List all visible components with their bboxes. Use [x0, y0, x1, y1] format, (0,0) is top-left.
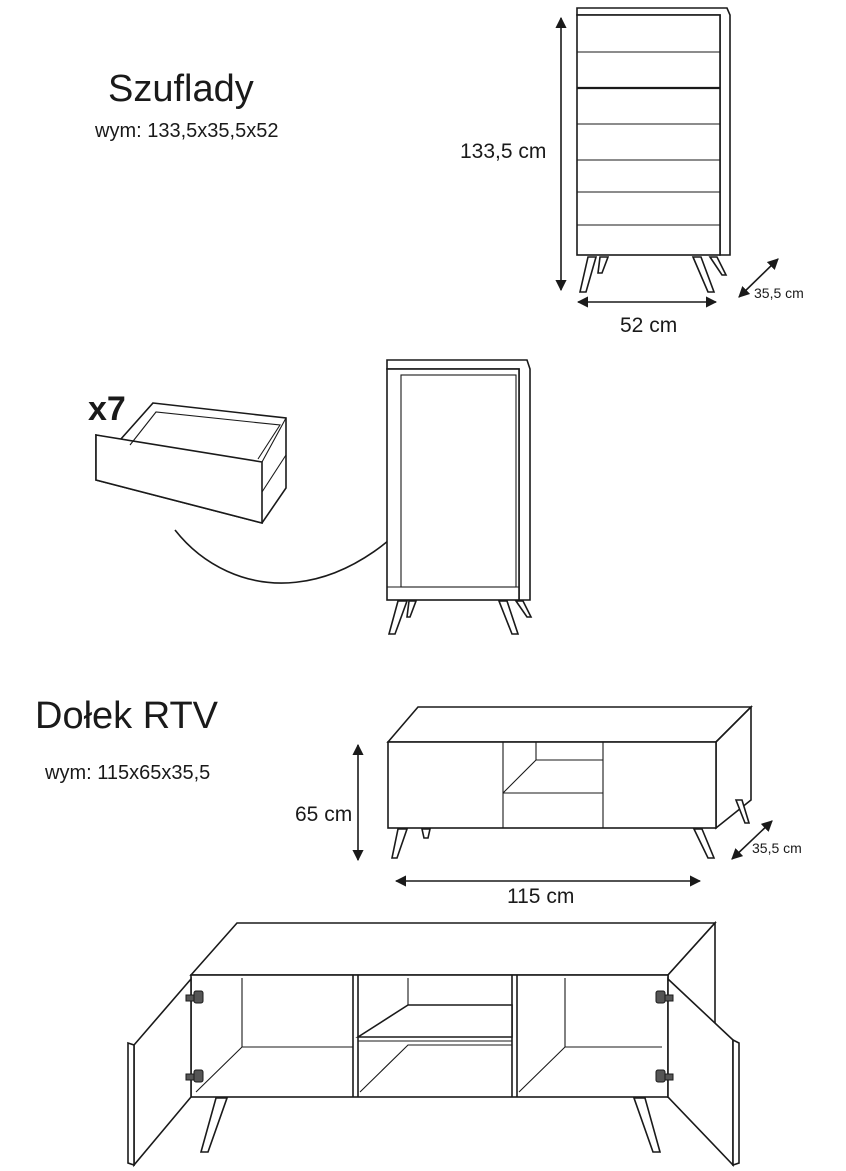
tv-dimensions: wym: 115x65x35,5 — [45, 762, 211, 784]
drawers-width-label: 52 cm — [620, 314, 678, 337]
drawers-title: Szuflady — [108, 68, 254, 110]
tv-width-label: 115 cm — [507, 885, 575, 908]
drawer-box — [95, 402, 287, 525]
tv-unit-closed — [386, 705, 753, 859]
drawer-quantity-badge: x7 — [88, 390, 126, 428]
tv-title: Dołek RTV — [35, 695, 219, 737]
drawers-dimensions: wym: 133,5x35,5x52 — [95, 120, 279, 142]
empty-carcass — [386, 359, 533, 635]
tv-depth-arrow — [731, 820, 773, 860]
drawers-height-label: 133,5 cm — [460, 140, 547, 163]
chest-of-drawers — [576, 7, 731, 293]
drawers-depth-arrow — [738, 258, 779, 298]
tv-height-label: 65 cm — [295, 803, 353, 826]
tv-unit-open — [127, 920, 740, 1168]
